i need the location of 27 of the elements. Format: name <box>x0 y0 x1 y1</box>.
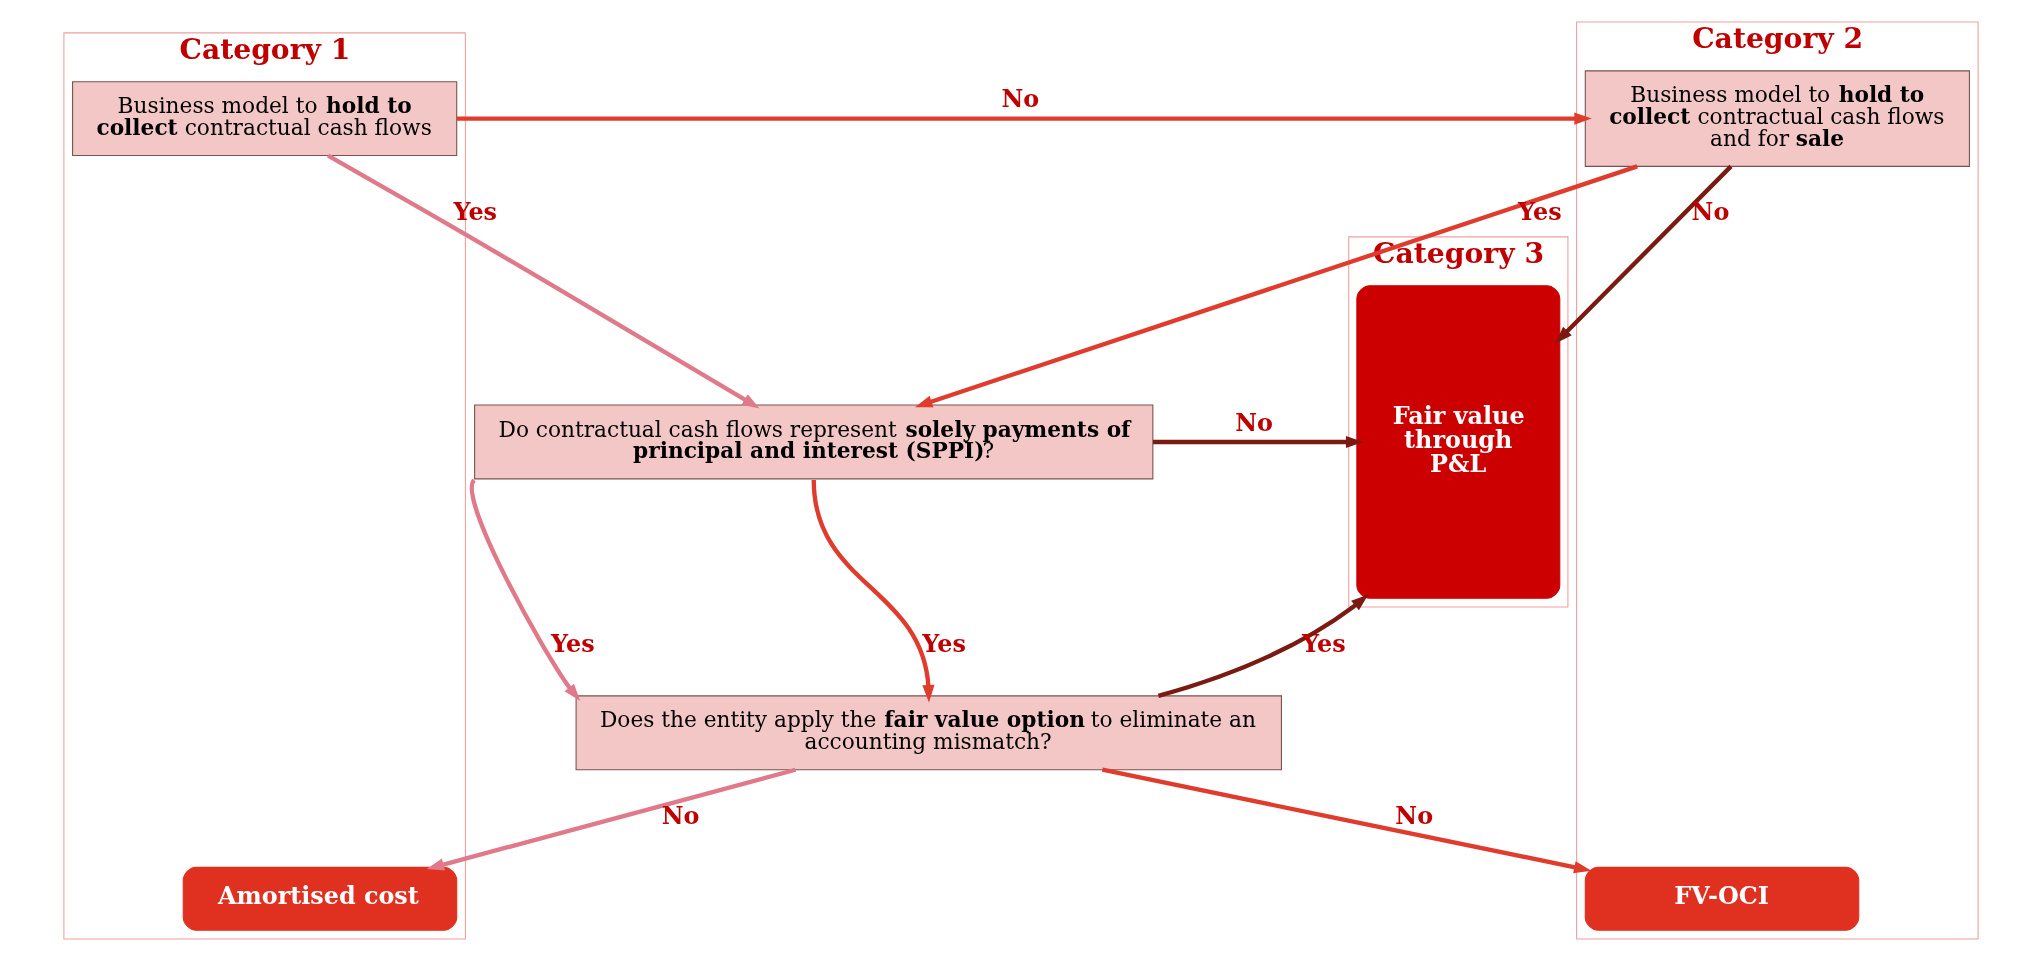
node-box: Do contractual cash flows represent solely payments of principal and interest (SPPI)? <box>474 404 1154 479</box>
edge-label: Yes <box>1518 197 1562 226</box>
edge-label: No <box>661 801 700 830</box>
arrow <box>1555 164 1733 343</box>
edge-label: No <box>1001 84 1040 113</box>
node-box: Business model to hold to collect contractual cash flows and for sale <box>1584 69 1970 167</box>
node-box: Does the entity apply the fair value option to eliminate an accounting mismatch? <box>575 694 1282 770</box>
edge-label: No <box>1691 197 1730 226</box>
node-box: Fair value through P&L <box>1356 284 1561 599</box>
edge-label: Yes <box>1302 629 1346 658</box>
arrow <box>469 478 581 701</box>
arrow <box>426 767 797 870</box>
node-box: Business model to hold to collect contractual cash flows <box>72 80 458 156</box>
edge-label: No <box>1395 801 1434 830</box>
arrow <box>1157 593 1369 698</box>
edge-label: Yes <box>922 629 966 658</box>
edge-label: Yes <box>453 197 498 226</box>
arrow <box>1101 767 1592 873</box>
arrow <box>1153 435 1364 448</box>
edge-label: Yes <box>551 629 595 658</box>
arrow <box>915 163 1638 407</box>
arrow <box>457 112 1592 125</box>
node-box: Amortised cost <box>182 866 458 931</box>
arrow <box>811 479 935 702</box>
edge-label: No <box>1235 408 1274 437</box>
arrow <box>327 153 760 408</box>
node-box: FV-OCI <box>1584 866 1860 931</box>
